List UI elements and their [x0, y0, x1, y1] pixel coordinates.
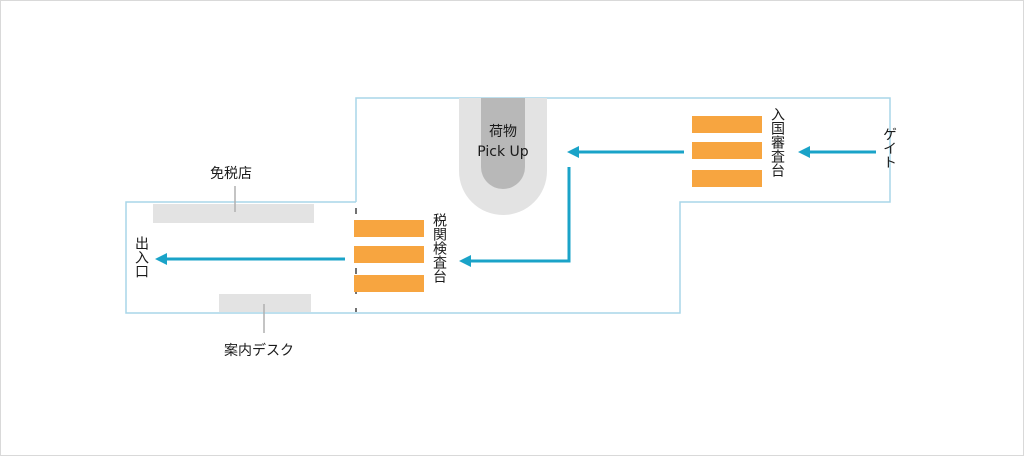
arrow-baggage-to-customs — [470, 167, 571, 263]
arrowhead-icon — [798, 146, 810, 158]
customs-counters — [354, 220, 424, 292]
exit-label: 出入口 — [133, 236, 149, 278]
arrowhead-icon — [567, 146, 579, 158]
baggage-pickup-label: 荷物 Pick Up — [463, 122, 543, 162]
customs-counter — [354, 275, 424, 292]
immigration-counter — [692, 116, 762, 133]
customs-counter — [354, 220, 424, 237]
info-desk-zone — [219, 294, 311, 312]
gate-label: ゲイト — [881, 127, 897, 169]
customs-counter — [354, 246, 424, 263]
immigration-label: 入国審査台 — [769, 107, 785, 177]
flow-arrows — [166, 150, 876, 263]
arrow-heads — [155, 146, 810, 267]
info-desk-label: 案内デスク — [224, 343, 294, 359]
arrowhead-icon — [155, 253, 167, 265]
duty-free-label: 免税店 — [210, 166, 252, 182]
immigration-counters — [692, 116, 762, 187]
immigration-counter — [692, 170, 762, 187]
arrowhead-icon — [459, 255, 471, 267]
baggage-carousel-inner — [481, 98, 525, 189]
customs-label: 税関検査台 — [431, 213, 447, 283]
baggage-label-line1: 荷物 — [489, 124, 517, 140]
baggage-label-line2: Pick Up — [477, 144, 529, 160]
duty-free-zone — [153, 204, 314, 223]
immigration-counter — [692, 142, 762, 159]
